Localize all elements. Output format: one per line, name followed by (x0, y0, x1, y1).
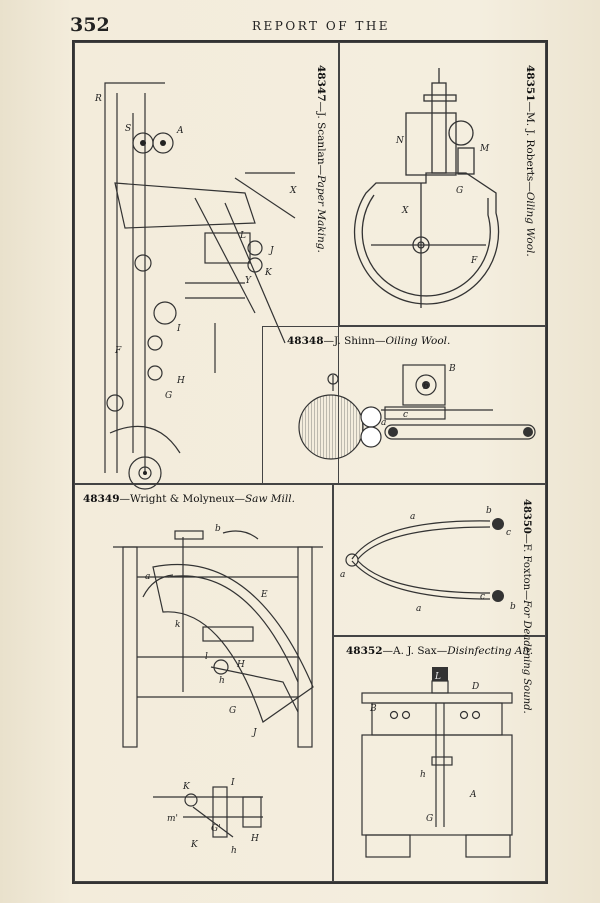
fig-label: H (250, 834, 259, 844)
fig-label: b (423, 382, 429, 392)
fig-label: B (448, 364, 456, 374)
patent-number: 48347 (315, 65, 327, 102)
fig-label: J (268, 246, 275, 256)
fig-label: F (470, 256, 478, 266)
fig-label: B (369, 704, 377, 714)
panel-48349: 48349—Wright & Molyneux—Saw Mill. (74, 484, 333, 882)
fig-label: Y (245, 276, 252, 286)
fig-label: H (236, 660, 245, 670)
fig-label: G (426, 814, 433, 824)
patentee: —Wright & Molyneux— (119, 493, 245, 505)
patentee: —J. Scanlan— (315, 101, 327, 176)
fig-label: b (510, 602, 516, 612)
fig-label: K (182, 782, 191, 792)
caption-48350: 48350—F. Foxton—For Deadening Sound. (520, 499, 533, 714)
subject: Disinfecting Air. (447, 645, 534, 657)
caption-48351: 48351—M. J. Roberts—Oiling Wool. (524, 65, 536, 257)
patentee: —J. Shinn— (323, 335, 386, 347)
fig-label: X (289, 186, 297, 196)
fig-label: c (403, 410, 408, 420)
caption-48352: 48352—A. J. Sax—Disinfecting Air. (346, 645, 533, 657)
fig-label: L (434, 672, 441, 682)
patent-number: 48349 (83, 493, 120, 505)
fig-label: A (176, 126, 184, 136)
fig-label: X (401, 206, 409, 216)
fig-label: E (260, 590, 268, 600)
fig-label: R (94, 94, 102, 104)
patent-number: 48348 (287, 335, 324, 347)
air-disinfecting-apparatus-drawing: L D B h A G (361, 667, 513, 858)
panel-48350: 48350—F. Foxton—For Deadening Sound. a a… (333, 484, 546, 714)
fig-label: S (125, 124, 131, 134)
subject: Oiling Wool. (385, 335, 451, 347)
fig-label: I (176, 324, 181, 334)
fig-label: a (340, 570, 345, 580)
fig-label: b (215, 524, 221, 534)
patentee: —M. J. Roberts— (524, 101, 536, 192)
fig-label: D (471, 682, 479, 692)
sound-deadening-device-drawing: a a a b b c c (340, 506, 516, 614)
fig-label: G (229, 706, 236, 716)
paper-making-machine-drawing: R S A X L J K I H G F Y (94, 82, 297, 490)
panel-48352: 48352—A. J. Sax—Disinfecting Air. L D (333, 636, 546, 882)
patentee: —F. Foxton— (521, 533, 532, 601)
fig-label: G' (211, 824, 221, 834)
fig-label: G (165, 391, 172, 401)
subject: Saw Mill. (244, 493, 295, 505)
fig-label: h (219, 676, 225, 686)
fig-label: F (114, 346, 122, 356)
fig-label: c (506, 528, 511, 538)
patent-number: 48351 (524, 65, 536, 102)
fig-label: K (190, 840, 199, 850)
saw-mill-drawing: a b E k l h H G J K I m' K G' h H (113, 524, 323, 856)
fig-label: N (395, 136, 405, 146)
fig-label: a (381, 418, 386, 428)
fig-label: M (479, 144, 490, 154)
fig-label: a (416, 604, 421, 614)
fig-label: h (231, 846, 237, 856)
fig-label: h (420, 770, 426, 780)
caption-48347: 48347—J. Scanlan—Paper Making. (315, 65, 327, 253)
fig-label: K (264, 268, 273, 278)
patent-number: 48350 (521, 499, 532, 534)
caption-48349: 48349—Wright & Molyneux—Saw Mill. (83, 493, 295, 505)
caption-48348: 48348—J. Shinn—Oiling Wool. (287, 335, 450, 347)
page-number: 352 (70, 14, 110, 36)
patentee: —A. J. Sax— (382, 645, 448, 657)
fig-label: b (486, 506, 492, 516)
panel-48348: 48348—J. Shinn—Oiling Wool. (262, 326, 546, 484)
panel-48347: 48347—J. Scanlan—Paper Making. (74, 42, 339, 490)
fig-label: G (456, 186, 463, 196)
subject: Paper Making. (315, 175, 327, 253)
running-title: REPORT OF THE (252, 19, 391, 33)
patent-number: 48352 (346, 645, 383, 657)
wool-oiling-apparatus-drawing: M N X F G (353, 68, 500, 308)
fig-label: k (175, 620, 180, 630)
fig-label: A (469, 790, 477, 800)
fig-label: H (176, 376, 185, 386)
fig-label: c (480, 592, 485, 602)
plate-frame (72, 40, 548, 884)
subject: For Deadening Sound. (521, 600, 532, 714)
fig-label: m' (167, 814, 178, 824)
fig-label: a (145, 572, 150, 582)
fig-label: a (410, 512, 415, 522)
fig-label: I (230, 778, 235, 788)
wool-oiling-rollers-drawing: B b c a (298, 364, 536, 460)
subject: Oiling Wool. (524, 191, 536, 257)
fig-label: J (251, 728, 258, 738)
fig-label: l (205, 652, 208, 662)
panel-48351: 48351—M. J. Roberts—Oiling Wool. M N X F (339, 42, 546, 326)
fig-label: L (239, 231, 246, 241)
